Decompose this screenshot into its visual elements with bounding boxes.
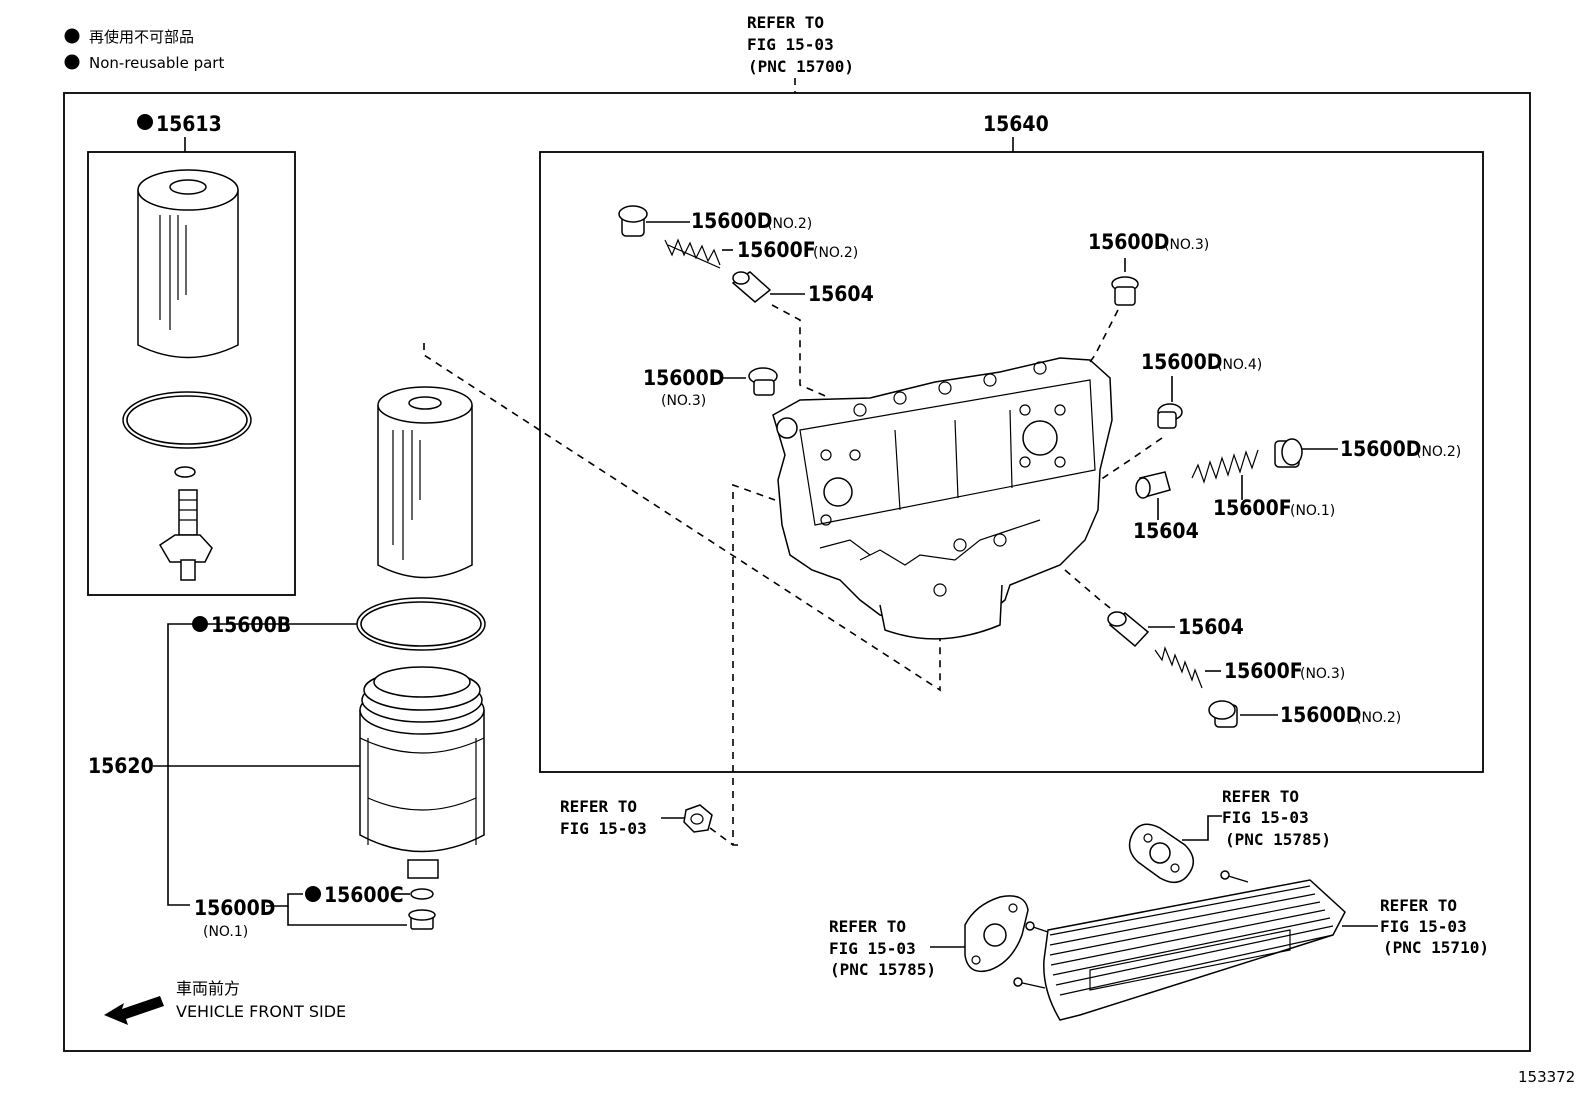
non-reusable-dot-icon	[192, 616, 208, 632]
vehicle-front-arrow-icon	[104, 996, 164, 1025]
refer-top-line3: (PNC 15700)	[748, 57, 854, 76]
label-15600D-tl-sub: (NO.2)	[767, 216, 812, 232]
label-15620: 15620	[88, 754, 154, 778]
label-15600D-no1: 15600D	[194, 896, 275, 920]
dash-plug-to-housing	[732, 483, 776, 846]
refer-top-line2: FIG 15-03	[747, 35, 834, 54]
valve-15604-bottom	[1107, 611, 1150, 648]
group-box-15640	[539, 151, 1484, 773]
refer-plug-line1: REFER TO	[560, 797, 637, 816]
label-15600D-no1-sub: (NO.1)	[203, 924, 248, 940]
label-15604-right: 15604	[1133, 519, 1199, 543]
label-15600D-r4-sub: (NO.4)	[1217, 357, 1262, 373]
spring-15600F-no2	[664, 238, 721, 269]
refer-gasket-left-line2: FIG 15-03	[829, 939, 916, 958]
label-15600D-tr: 15600D	[1088, 230, 1169, 254]
refer-plug-line2: FIG 15-03	[560, 819, 647, 838]
label-15600D-b2-sub: (NO.2)	[1356, 710, 1401, 726]
label-15600D-ml-sub: (NO.3)	[661, 393, 706, 409]
label-15600D-tl: 15600D	[691, 209, 772, 233]
refer-gasket-left-line3: (PNC 15785)	[830, 960, 936, 979]
non-reusable-dot-icon	[305, 886, 321, 902]
plug-15600D-no2-right	[1274, 438, 1303, 468]
label-15600D-r2: 15600D	[1340, 437, 1421, 461]
oil-filter-bracket-housing	[772, 357, 1113, 640]
refer-gasket-right-line1: REFER TO	[1222, 787, 1299, 806]
plug-15600D-no3-ml	[748, 367, 778, 396]
label-15600D-b2: 15600D	[1280, 703, 1361, 727]
label-15604-tl: 15604	[808, 282, 874, 306]
label-15600F-b3-sub: (NO.3)	[1300, 666, 1345, 682]
o-ring-large-small	[122, 391, 252, 449]
gasket-right	[1128, 823, 1194, 884]
non-reusable-dot-icon	[64, 28, 80, 44]
oil-filter-cap	[359, 666, 485, 879]
figure-id: 153372	[1518, 1068, 1575, 1086]
plug-15600D-no4	[1157, 403, 1183, 429]
o-ring-15600B	[356, 597, 486, 651]
label-15600D-tr-sub: (NO.3)	[1164, 237, 1209, 253]
label-15600F-r1-sub: (NO.1)	[1290, 503, 1335, 519]
spring-15600F-no3	[1154, 646, 1203, 689]
legend-jp: 再使用不可部品	[89, 28, 194, 46]
vehicle-front-jp: 車両前方	[176, 979, 240, 998]
label-15600F-tl: 15600F	[737, 238, 816, 262]
refer-cooler-line3: (PNC 15710)	[1383, 938, 1489, 957]
o-ring-small	[174, 466, 196, 478]
refer-gasket-right-line2: FIG 15-03	[1222, 808, 1309, 827]
drain-plug-15600D	[408, 909, 436, 930]
group-box-15613	[87, 151, 296, 596]
main-frame	[63, 92, 1531, 1052]
label-15604-bottom: 15604	[1178, 615, 1244, 639]
refer-gasket-right-line3: (PNC 15785)	[1225, 830, 1331, 849]
label-15640: 15640	[983, 112, 1049, 136]
bracket-leader	[167, 623, 286, 906]
label-15600C: 15600C	[324, 883, 404, 907]
plug-refer	[683, 804, 713, 833]
label-15600F-b3: 15600F	[1224, 659, 1303, 683]
gasket-left	[964, 895, 1029, 973]
label-15600F-r1: 15600F	[1213, 496, 1292, 520]
gasket-15600C	[410, 888, 434, 900]
label-15600B: 15600B	[211, 613, 291, 637]
legend-en: Non-reusable part	[89, 54, 224, 72]
valve-15604-tl	[731, 271, 772, 303]
plug-15600D-no3-tr	[1111, 276, 1139, 306]
label-15600F-tl-sub: (NO.2)	[813, 245, 858, 261]
label-15600D-ml: 15600D	[643, 366, 724, 390]
oil-cooler	[1013, 870, 1346, 1021]
plug-15600D-no2-bottom	[1208, 700, 1238, 728]
refer-gasket-left-line1: REFER TO	[829, 917, 906, 936]
plug-15600D-no2-top	[618, 205, 648, 237]
label-15600D-r2-sub: (NO.2)	[1416, 444, 1461, 460]
vehicle-front-en: VEHICLE FRONT SIDE	[176, 1002, 346, 1021]
refer-cooler-line1: REFER TO	[1380, 896, 1457, 915]
spring-15600F-no1	[1191, 449, 1259, 484]
label-15600D-r4: 15600D	[1141, 350, 1222, 374]
oil-filter-element	[377, 386, 473, 579]
non-reusable-dot-icon	[64, 54, 80, 70]
refer-top-line1: REFER TO	[747, 13, 824, 32]
valve-15604-right	[1135, 471, 1171, 499]
label-15613: 15613	[156, 112, 222, 136]
dash-filter-to-housing	[423, 343, 941, 692]
refer-cooler-line2: FIG 15-03	[1380, 917, 1467, 936]
drain-plug-part	[158, 489, 213, 581]
non-reusable-dot-icon	[137, 114, 153, 130]
oil-filter-element-small	[137, 169, 239, 359]
